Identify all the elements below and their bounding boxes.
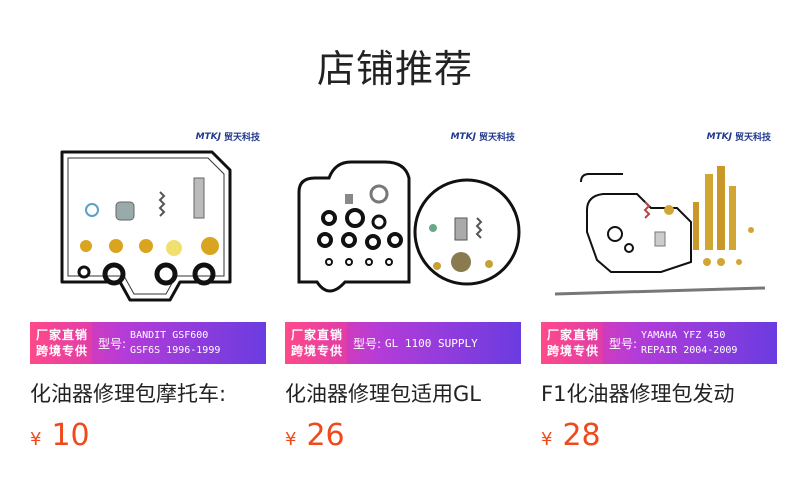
product-card[interactable]: MTKJ 贸天科技 厂家直销 跨境专供 型号: GL 1100 SUPPLY 化… — [285, 122, 521, 482]
price-value: 28 — [562, 418, 601, 453]
brand-logo: MTKJ 贸天科技 — [450, 130, 515, 144]
product-card[interactable]: MTKJ 贸天科技 厂家直销 跨境专供 型号: BANDIT GSF600 GS… — [30, 122, 266, 482]
model-label: 型号: — [353, 336, 382, 351]
product-price: ¥ 10 — [30, 418, 90, 453]
product-price: ¥ 26 — [285, 418, 345, 453]
product-image[interactable]: MTKJ 贸天科技 — [541, 122, 777, 322]
model-label: 型号: — [98, 336, 127, 351]
brand-name: 贸天科技 — [478, 133, 515, 143]
currency-symbol: ¥ — [541, 429, 553, 450]
brand-logo-text: MTKJ — [706, 131, 732, 142]
model-value: YAMAHA YFZ 450 REPAIR 2004-2009 — [641, 330, 738, 356]
promo-tag-line2: 跨境专供 — [291, 344, 344, 358]
model-label: 型号: — [609, 336, 638, 351]
promo-tag: 厂家直销 跨境专供 — [285, 322, 347, 364]
model-value: BANDIT GSF600 GSF6S 1996-1999 — [130, 330, 221, 356]
carburetor-kit-image — [60, 150, 232, 302]
promo-tag-line2: 跨境专供 — [36, 344, 89, 358]
brand-logo-text: MTKJ — [450, 131, 476, 142]
product-price: ¥ 28 — [541, 418, 601, 453]
carburetor-kit-image — [554, 166, 766, 296]
brand-name: 贸天科技 — [734, 133, 771, 143]
promo-banner: 厂家直销 跨境专供 型号: BANDIT GSF600 GSF6S 1996-1… — [30, 322, 266, 364]
promo-tag: 厂家直销 跨境专供 — [30, 322, 92, 364]
product-name[interactable]: 化油器修理包适用GL — [285, 382, 481, 406]
section-title: 店铺推荐 — [316, 47, 473, 91]
price-value: 10 — [51, 418, 90, 453]
product-image[interactable]: MTKJ 贸天科技 — [30, 122, 266, 322]
currency-symbol: ¥ — [285, 429, 297, 450]
brand-logo: MTKJ 贸天科技 — [706, 130, 771, 144]
promo-tag: 厂家直销 跨境专供 — [541, 322, 603, 364]
brand-logo: MTKJ 贸天科技 — [195, 130, 260, 144]
promo-banner: 厂家直销 跨境专供 型号: YAMAHA YFZ 450 REPAIR 2004… — [541, 322, 777, 364]
brand-logo-text: MTKJ — [195, 131, 221, 142]
price-value: 26 — [306, 418, 345, 453]
model-value: GL 1100 SUPPLY — [385, 336, 478, 350]
product-name[interactable]: F1化油器修理包发动 — [541, 382, 735, 406]
currency-symbol: ¥ — [30, 429, 42, 450]
product-name[interactable]: 化油器修理包摩托车: — [30, 382, 227, 406]
promo-tag-line1: 厂家直销 — [547, 328, 600, 342]
brand-name: 贸天科技 — [223, 133, 260, 143]
promo-banner: 厂家直销 跨境专供 型号: GL 1100 SUPPLY — [285, 322, 521, 364]
promo-tag-line1: 厂家直销 — [36, 328, 89, 342]
promo-tag-line2: 跨境专供 — [547, 344, 600, 358]
promo-tag-line1: 厂家直销 — [291, 328, 344, 342]
product-image[interactable]: MTKJ 贸天科技 — [285, 122, 521, 322]
carburetor-kit-image — [297, 160, 521, 293]
product-card[interactable]: MTKJ 贸天科技 厂家直销 跨境专供 型号: YAMAHA YFZ 450 R… — [541, 122, 777, 482]
